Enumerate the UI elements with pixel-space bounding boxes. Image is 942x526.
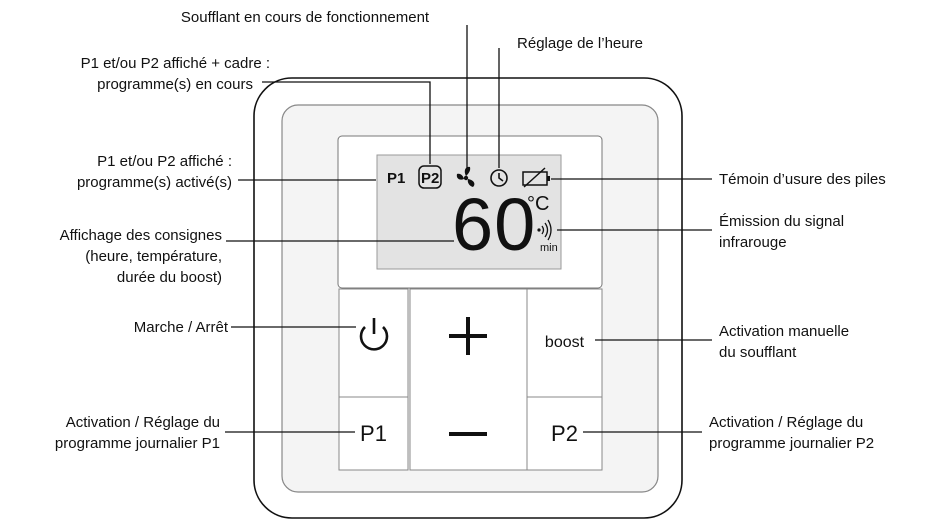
- label-display-line2: (heure, température,: [85, 248, 222, 265]
- power-icon: [359, 318, 389, 351]
- lcd-p2-indicator: P2: [421, 170, 440, 187]
- label-program-running-line1: P1 et/ou P2 affiché + cadre :: [80, 55, 270, 72]
- plus-icon: [449, 317, 487, 355]
- label-p2-line1: Activation / Réglage du: [709, 414, 864, 431]
- leader-program-running: [262, 81, 431, 164]
- label-battery: Témoin d’usure des piles: [719, 171, 886, 188]
- label-fan: Soufflant en cours de fonctionnement: [180, 9, 430, 26]
- label-p2-line2: programme journalier P2: [709, 435, 875, 452]
- label-program-running-line2: programme(s) en cours: [97, 76, 253, 93]
- label-p1-line1: Activation / Réglage du: [65, 414, 220, 431]
- plus-button[interactable]: [410, 289, 527, 379]
- p1-button-label: P1: [360, 420, 387, 446]
- label-infrared-line2: infrarouge: [719, 234, 787, 251]
- lcd-digits: 60: [452, 183, 537, 266]
- boost-button-label: boost: [544, 334, 585, 351]
- label-boost-line2: du soufflant: [719, 344, 797, 361]
- label-display-line1: Affichage des consignes: [59, 227, 222, 244]
- lcd-unit-time: min: [540, 242, 558, 254]
- boost-button[interactable]: boost: [527, 289, 602, 397]
- p1-button[interactable]: P1: [339, 397, 408, 470]
- p2-button[interactable]: P2: [527, 397, 602, 470]
- lcd-p1-indicator: P1: [387, 170, 406, 187]
- fan-icon: [456, 166, 475, 187]
- label-program-active-line2: programme(s) activé(s): [76, 174, 232, 191]
- label-p1-line2: programme journalier P1: [54, 435, 220, 452]
- minus-button[interactable]: [410, 379, 527, 470]
- label-boost-line1: Activation manuelle: [719, 323, 850, 340]
- infrared-signal-icon: [537, 219, 552, 241]
- label-clock: Réglage de l’heure: [517, 35, 643, 52]
- p2-button-label: P2: [551, 420, 578, 446]
- label-display-line3: durée du boost): [116, 269, 222, 286]
- lcd-unit-temp: °C: [527, 193, 550, 215]
- lcd-screen: [376, 154, 562, 270]
- label-program-active-line1: P1 et/ou P2 affiché :: [97, 153, 232, 170]
- power-button[interactable]: [339, 289, 408, 397]
- p1-button-frame: [338, 396, 409, 471]
- battery-low-icon: [522, 167, 550, 188]
- clock-icon: [490, 169, 508, 187]
- p2-program-frame: [418, 165, 442, 189]
- label-power: Marche / Arrêt: [133, 319, 228, 336]
- p2-button-frame: [526, 396, 603, 471]
- label-infrared-line1: Émission du signal: [719, 213, 845, 230]
